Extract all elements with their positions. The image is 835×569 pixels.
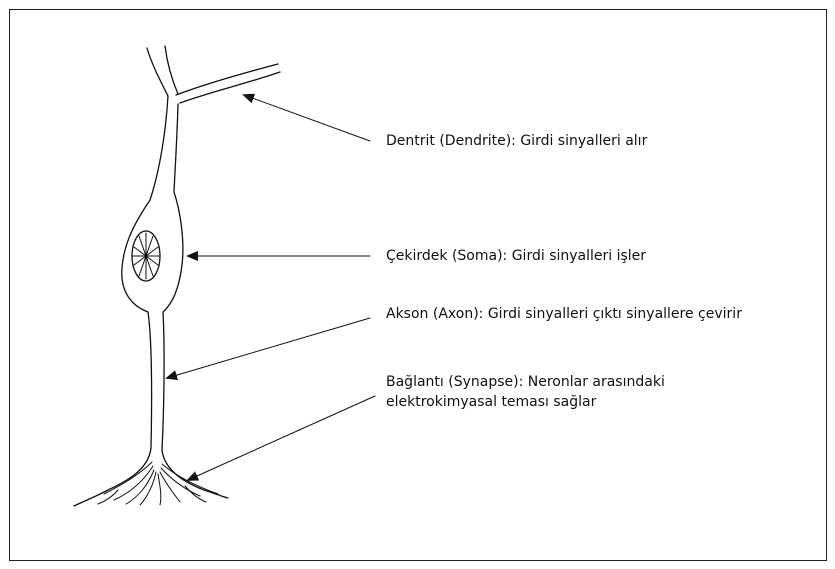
synapse-arrow [188,396,375,480]
synapse-label-line2: elektrokimyasal teması sağlar [386,393,596,411]
axon-terminals [98,462,218,505]
dendrite-label: Dentrit (Dendrite): Girdi sinyalleri alı… [386,132,647,150]
dendrite-branches [147,46,280,103]
neuron-body-left [74,96,168,506]
synapse-label-line1: Bağlantı (Synapse): Neronlar arasındaki [386,373,665,391]
neuron-body-right [162,104,228,498]
axon-label: Akson (Axon): Girdi sinyalleri çıktı sin… [386,305,742,323]
nucleus [132,231,160,281]
axon-arrow [167,318,370,378]
dendrite-arrow [244,95,370,141]
soma-label: Çekirdek (Soma): Girdi sinyalleri işler [386,247,646,265]
